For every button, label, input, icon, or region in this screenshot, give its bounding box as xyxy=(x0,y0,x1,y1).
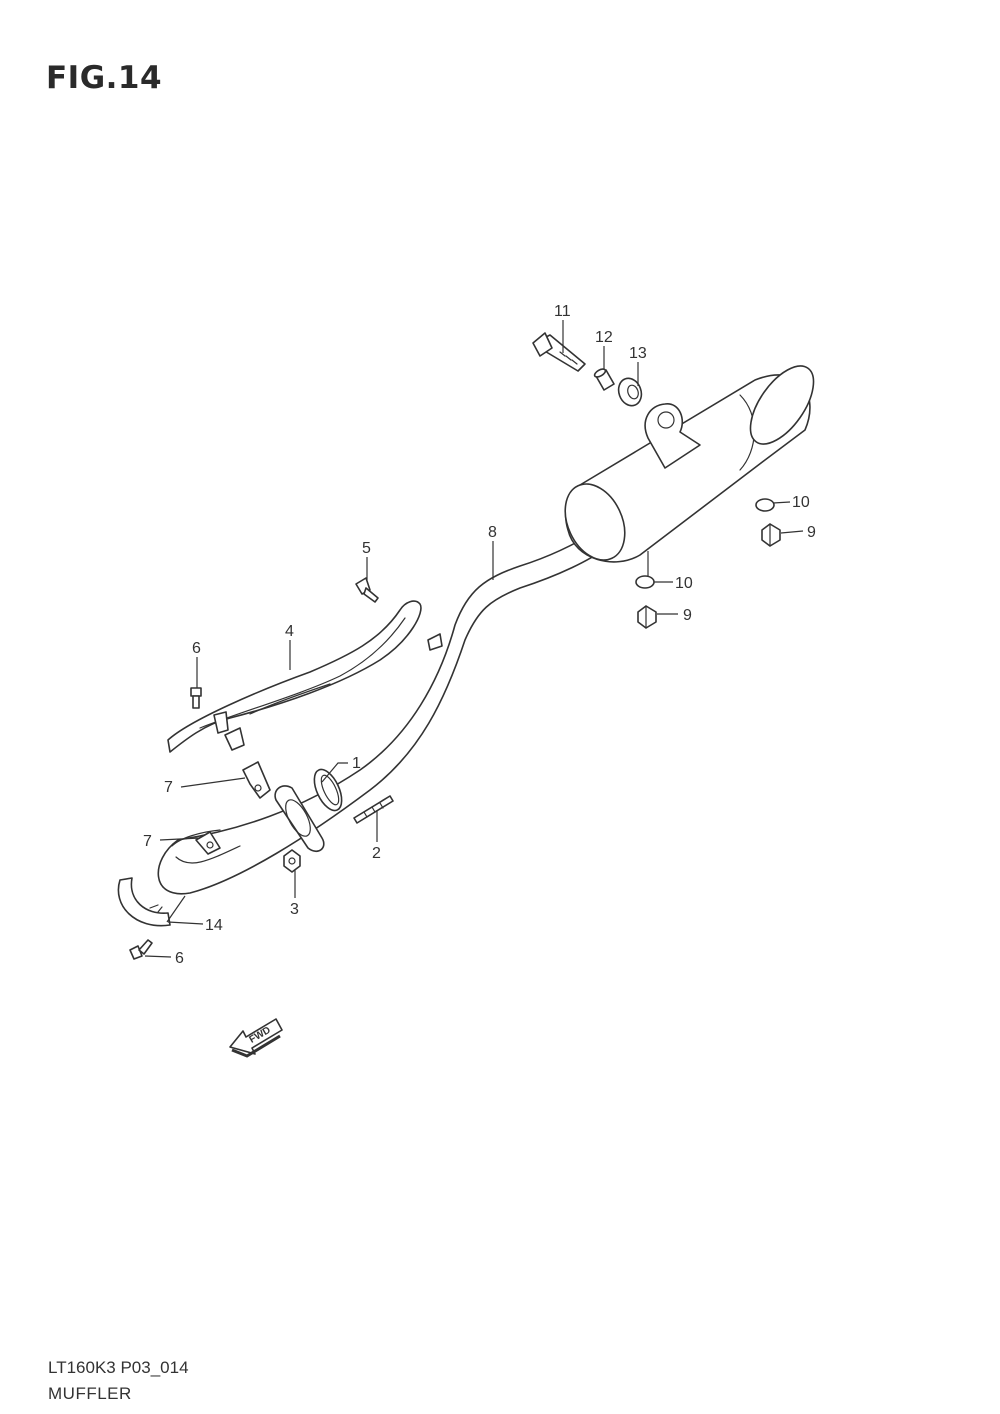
nut-3 xyxy=(283,849,301,873)
bolt-5 xyxy=(355,577,379,603)
figure-title: FIG.14 xyxy=(46,60,163,96)
clamp-7-lower xyxy=(195,831,221,855)
bolt-6-lower xyxy=(129,939,153,960)
gasket-1 xyxy=(313,768,343,812)
callout-5: 5 xyxy=(362,540,371,557)
callout-7-upper: 7 xyxy=(164,779,173,796)
figure-code: LT160K3 P03_014 xyxy=(48,1358,189,1377)
callout-10-lower: 10 xyxy=(675,575,693,592)
bolt-6-upper xyxy=(190,687,202,709)
callout-2: 2 xyxy=(372,845,381,862)
figure-name: MUFFLER xyxy=(48,1384,132,1403)
callout-6-upper: 6 xyxy=(192,640,201,657)
callout-11: 11 xyxy=(554,303,571,320)
exhaust-pipe xyxy=(157,529,607,895)
heat-shield xyxy=(167,600,443,753)
collar-12 xyxy=(593,368,615,391)
washer-10-upper xyxy=(755,498,775,512)
bolt-11 xyxy=(532,332,586,372)
callout-6-lower: 6 xyxy=(175,950,184,967)
muffler-body xyxy=(564,365,815,563)
callout-9-upper: 9 xyxy=(807,524,816,541)
callout-1: 1 xyxy=(352,755,361,772)
callout-12: 12 xyxy=(595,329,613,346)
exhaust-flange xyxy=(274,785,325,853)
callout-8: 8 xyxy=(488,524,497,541)
callout-4: 4 xyxy=(285,623,294,640)
callout-3: 3 xyxy=(290,901,299,918)
callout-10-upper: 10 xyxy=(792,494,810,511)
plug-9-upper xyxy=(761,523,781,547)
plug-9-lower xyxy=(637,605,657,629)
washer-10-lower xyxy=(635,575,655,589)
callout-14: 14 xyxy=(205,917,223,934)
callout-13: 13 xyxy=(629,345,647,362)
callout-9-lower: 9 xyxy=(683,607,692,624)
clamp-7-upper xyxy=(242,761,271,799)
grommet-13 xyxy=(617,377,643,407)
callout-labels: 11 12 13 10 9 10 9 8 5 4 6 7 7 1 2 3 14 … xyxy=(143,303,816,967)
stud-bolt-2 xyxy=(353,795,394,824)
callout-7-lower: 7 xyxy=(143,833,152,850)
leader-lines xyxy=(144,320,804,958)
fwd-arrow-icon: FWD xyxy=(229,1018,283,1058)
